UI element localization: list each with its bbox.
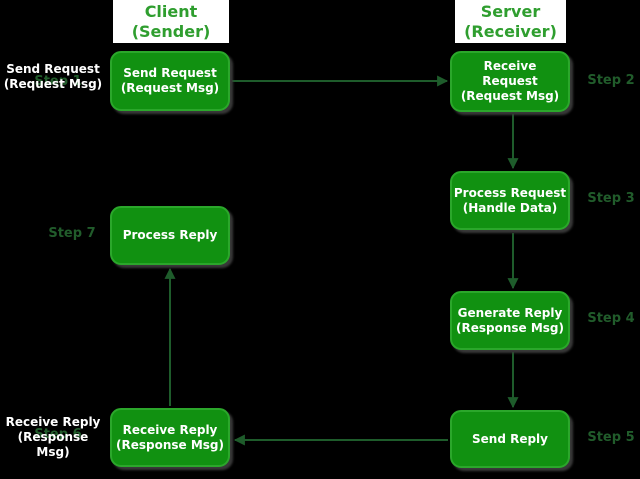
step-label-1: Step 1 — [34, 74, 82, 89]
annotation-text: Send Request (Request Msg) — [0, 62, 106, 92]
node-send-reply: Send Reply — [450, 410, 570, 468]
node-process-request: Process Request (Handle Data) — [450, 171, 570, 230]
node-line: Process Reply — [122, 228, 218, 242]
node-line: Generate Reply — [457, 305, 563, 320]
node-line: Process Request — [453, 185, 567, 200]
annotation-send-request: Step 1 Send Request (Request Msg) — [0, 62, 106, 98]
step-label-5: Step 5 — [587, 430, 635, 445]
node-send-request: Send Request (Request Msg) — [110, 51, 230, 111]
annotation-receive-reply: Step 6 Receive Reply (Response Msg) — [0, 415, 106, 459]
node-line: (Response Msg) — [456, 320, 564, 335]
node-receive-reply: Receive Reply (Response Msg) — [110, 408, 230, 467]
node-line: (Request Msg) — [120, 81, 220, 95]
step-label-6: Step 6 — [34, 427, 82, 442]
client-header: Client (Sender) — [113, 0, 229, 43]
client-header-line: (Sender) — [131, 21, 211, 41]
client-header-line: Client — [144, 1, 198, 21]
node-line: Send Reply — [472, 431, 548, 446]
node-line: (Response Msg) — [116, 437, 224, 452]
step-label-2: Step 2 — [587, 73, 635, 88]
node-receive-request: Receive Request (Request Msg) — [450, 51, 570, 112]
server-header-line: Server — [480, 1, 541, 21]
step-label-7: Step 7 — [48, 226, 96, 241]
step-label-4: Step 4 — [587, 311, 635, 326]
annotation-text: Receive Reply (Response Msg) — [0, 415, 106, 460]
annotation-line: Receive Reply — [5, 415, 101, 429]
annotation-line: Send Request — [6, 62, 100, 76]
server-header: Server (Receiver) — [455, 0, 566, 43]
server-header-line: (Receiver) — [464, 21, 557, 41]
node-process-reply: Process Reply — [110, 206, 230, 265]
node-line: Receive — [483, 59, 537, 73]
annotation-line: (Response Msg) — [17, 430, 89, 459]
node-line: (Request Msg) — [460, 89, 560, 103]
node-line: Request — [482, 74, 538, 88]
node-generate-reply: Generate Reply (Response Msg) — [450, 291, 570, 350]
annotation-line: (Request Msg) — [3, 77, 103, 91]
step-label-3: Step 3 — [587, 191, 635, 206]
node-line: (Handle Data) — [462, 200, 558, 215]
node-line: Send Request — [123, 66, 217, 80]
node-line: Receive Reply — [122, 422, 218, 437]
